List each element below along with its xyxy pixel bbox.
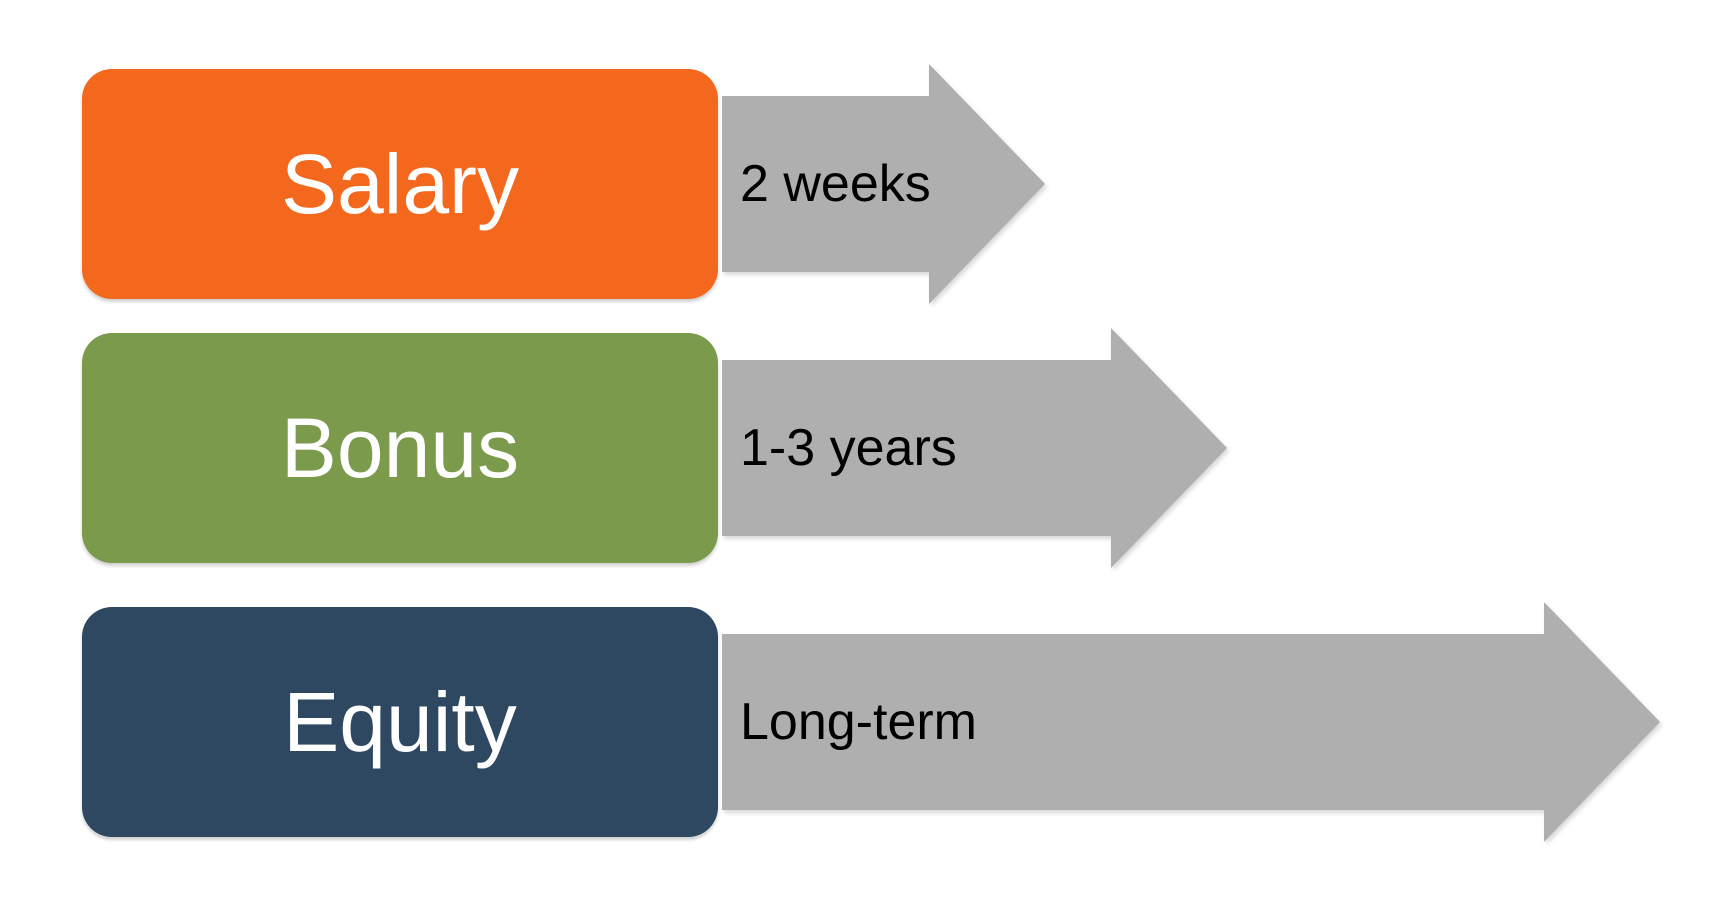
arrow-shape (722, 64, 1045, 304)
duration-label: 1-3 years (740, 419, 957, 477)
component-box-label: Equity (283, 675, 517, 769)
component-box-label: Salary (280, 137, 520, 231)
component-box-salary: Salary (82, 69, 718, 299)
arrow-shape (722, 602, 1660, 842)
component-box-equity: Equity (82, 607, 718, 837)
duration-arrow (722, 328, 1227, 568)
component-box-bonus: Bonus (82, 333, 718, 563)
arrow-shape (722, 328, 1227, 568)
duration-label: 2 weeks (740, 155, 931, 213)
duration-label: Long-term (740, 693, 977, 751)
duration-arrow (722, 602, 1660, 842)
duration-arrow (722, 64, 1045, 304)
component-box-label: Bonus (280, 401, 520, 495)
